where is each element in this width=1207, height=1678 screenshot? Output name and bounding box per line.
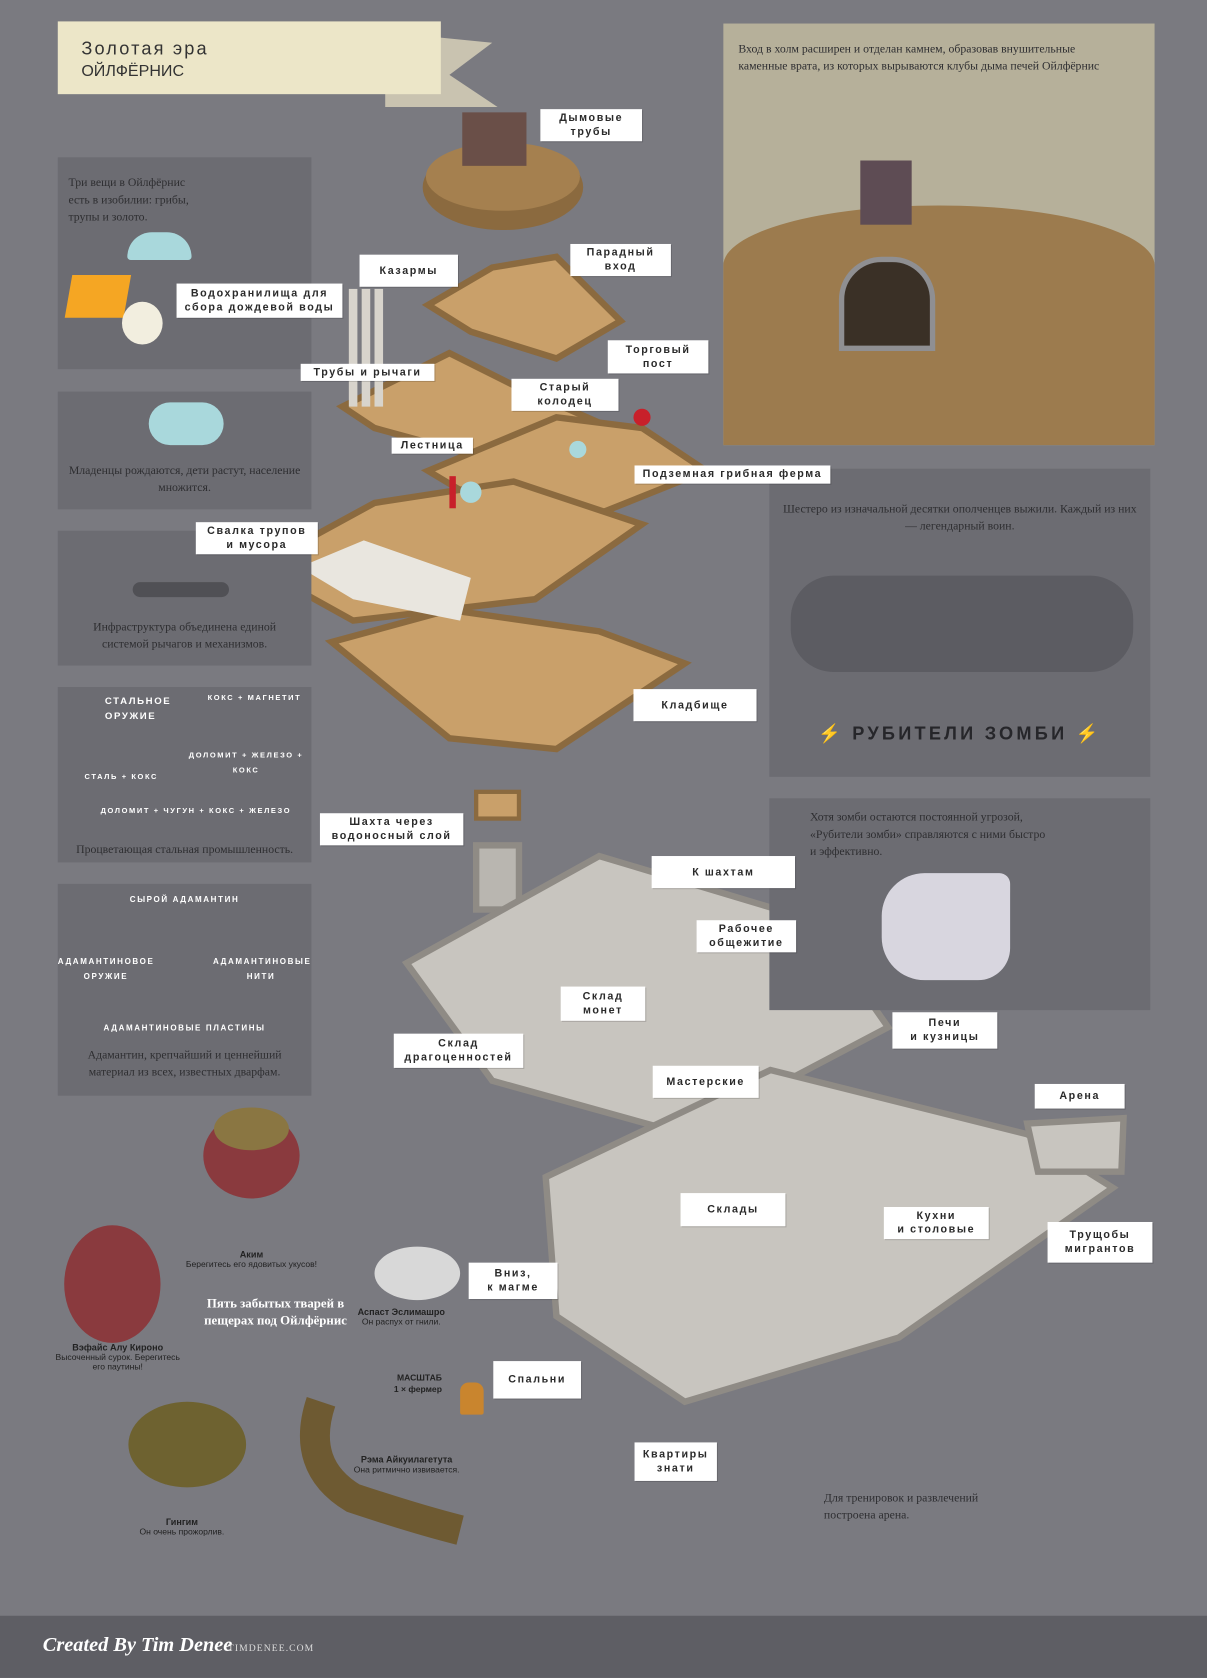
label-gem-storage: Склад драгоценностей xyxy=(393,1033,524,1068)
entrance-text: Вход в холм расширен и отделан камнем, о… xyxy=(738,42,1100,73)
label-to-mines: К шахтам xyxy=(651,856,796,889)
coke-magnetite-label: КОКС + МАГНЕТИТ xyxy=(207,694,302,702)
label-workshops: Мастерские xyxy=(652,1065,759,1098)
zombie-illustration xyxy=(881,873,1011,981)
farmer-icon xyxy=(460,1382,484,1415)
raw-adamantine-label: СЫРОЙ АДАМАНТИН xyxy=(129,894,240,905)
mushroom-icon xyxy=(127,232,192,261)
panel-steel: СТАЛЬНОЕ ОРУЖИЕ КОКС + МАГНЕТИТ ДОЛОМИТ … xyxy=(57,686,312,863)
dump-area xyxy=(299,540,471,621)
survivors-text: Шестеро из изначальной десятки ополченце… xyxy=(783,502,1137,533)
baby-icon xyxy=(148,402,224,446)
skull-icon xyxy=(121,301,163,345)
creature-name: Аким xyxy=(239,1248,264,1260)
scale-legend: МАСШТАБ 1 × фермер xyxy=(375,1372,442,1396)
creature-name: Гингим xyxy=(165,1516,198,1527)
dolomite-iron-coke-label: ДОЛОМИТ + ЖЕЛЕЗО + КОКС xyxy=(188,752,304,775)
creature-desc: Берегитесь его ядовитых укусов! xyxy=(185,1259,318,1270)
adamantine-weapon-label: АДАМАНТИНОВОЕ ОРУЖИЕ xyxy=(57,956,155,982)
label-furnaces: Печи и кузницы xyxy=(892,1012,998,1049)
label-mushroom-farm: Подземная грибная ферма xyxy=(634,465,831,484)
gold-icon xyxy=(64,275,132,318)
label-stairs: Лестница xyxy=(391,437,473,454)
title-era: Золотая эра xyxy=(81,38,209,59)
panel-zombie-choppers: Шестеро из изначальной десятки ополченце… xyxy=(769,468,1151,777)
label-slums: Трущобы мигрантов xyxy=(1047,1221,1153,1263)
title-box: Золотая эра ОЙЛФЁРНИС xyxy=(57,21,441,95)
label-dump: Свалка трупов и мусора xyxy=(195,522,318,555)
creature-name: Аспаст Эслимашро xyxy=(357,1306,445,1318)
label-bedrooms: Спальни xyxy=(493,1361,582,1399)
label-kitchens: Кухни и столовые xyxy=(883,1207,989,1240)
panel-infrastructure: Инфраструктура объединена единой системо… xyxy=(57,530,312,666)
creature-desc: Высоченный сурок. Берегитесь его паутины… xyxy=(55,1352,180,1372)
adamantine-plates-label: АДАМАНТИНОВЫЕ ПЛАСТИНЫ xyxy=(103,1022,266,1033)
panel-entrance: Вход в холм расширен и отделан камнем, о… xyxy=(723,23,1155,446)
creatures-art xyxy=(64,1107,464,1545)
zombie-choppers-title: ⚡ РУБИТЕЛИ ЗОМБИ ⚡ xyxy=(818,723,1102,744)
adamantine-caption: Адамантин, крепчайший и ценнейший матери… xyxy=(87,1048,282,1079)
title-name: ОЙЛФЁРНИС xyxy=(81,62,185,81)
label-main-entrance: Парадный вход xyxy=(570,243,671,277)
gears-icon xyxy=(132,582,229,598)
label-shaft: Шахта через водоносный слой xyxy=(319,813,464,846)
label-trading-post: Торговый пост xyxy=(607,340,709,374)
label-reservoirs: Водохранилища для сбора дождевой воды xyxy=(176,283,343,318)
footer-site[interactable]: TIMDENEE.COM xyxy=(227,1642,315,1654)
scale-title: МАСШТАБ xyxy=(397,1372,442,1383)
label-down-magma: Вниз, к магме xyxy=(468,1262,558,1300)
label-cemetery: Кладбище xyxy=(633,689,757,722)
steel-coke-label: СТАЛЬ + КОКС xyxy=(84,773,159,782)
creature-name: Рэма Айкуилагетута xyxy=(360,1454,453,1465)
label-warehouses: Склады xyxy=(680,1193,786,1227)
label-dormitory: Рабочее общежитие xyxy=(696,920,797,953)
creatures-heading: Пять забытых тварей в пещерах под Ойлфёр… xyxy=(204,1295,347,1328)
mushrooms xyxy=(449,408,651,509)
footer: Created By Tim Denee TIMDENEE.COM xyxy=(0,1615,1207,1678)
upper-earth-levels xyxy=(250,253,714,753)
panel-babies: Младенцы рождаются, дети растут, населен… xyxy=(57,391,312,510)
zombie-text: Хотя зомби остаются постоянной угрозой, … xyxy=(810,811,1046,859)
abundance-text: Три вещи в Ойлфёрнис есть в изобилии: гр… xyxy=(68,176,189,224)
label-barracks: Казармы xyxy=(359,254,458,287)
adamantine-threads-label: АДАМАНТИНОВЫЕ НИТИ xyxy=(212,956,312,982)
label-arena: Арена xyxy=(1034,1083,1125,1109)
footer-credit: Created By Tim Denee xyxy=(42,1633,233,1657)
panel-abundance: Три вещи в Ойлфёрнис есть в изобилии: гр… xyxy=(57,157,312,370)
dolomite-pig-iron-label: ДОЛОМИТ + ЧУГУН + КОКС + ЖЕЛЕЗО xyxy=(100,807,292,816)
shaft-column xyxy=(474,789,522,821)
chimney-island xyxy=(422,112,584,231)
label-chimneys: Дымовые трубы xyxy=(540,109,643,142)
babies-text: Младенцы рождаются, дети растут, населен… xyxy=(68,464,301,495)
steel-weapon-label: СТАЛЬНОЕ ОРУЖИЕ xyxy=(104,695,172,722)
panel-zombie: Хотя зомби остаются постоянной угрозой, … xyxy=(769,798,1151,1011)
stone-gate xyxy=(838,256,936,351)
pipes xyxy=(348,288,384,407)
label-noble-quarters: Квартиры знати xyxy=(634,1442,717,1481)
creature-desc: Он очень прожорлив. xyxy=(139,1526,225,1537)
scale-value: 1 × фермер xyxy=(393,1384,442,1395)
warriors-illustration xyxy=(790,575,1134,672)
zombie-choppers-label: РУБИТЕЛИ ЗОМБИ xyxy=(852,723,1068,744)
hill xyxy=(723,205,1155,446)
creature-desc: Он распух от гнили. xyxy=(361,1317,441,1327)
creature-desc: Она ритмично извивается. xyxy=(353,1464,460,1475)
chimneys-icon xyxy=(860,160,912,225)
label-old-well: Старый колодец xyxy=(511,378,619,411)
panel-adamantine: СЫРОЙ АДАМАНТИН АДАМАНТИНОВОЕ ОРУЖИЕ АДА… xyxy=(57,883,312,1096)
creature-name: Вэфайс Алу Кироно xyxy=(72,1341,164,1353)
arena-text: Для тренировок и развлечений построена а… xyxy=(823,1491,979,1522)
infrastructure-text: Инфраструктура объединена единой системо… xyxy=(93,620,277,651)
label-pipes-levers: Трубы и рычаги xyxy=(300,363,435,381)
steel-caption: Процветающая стальная промышленность. xyxy=(76,843,294,857)
label-coin-storage: Склад монет xyxy=(560,986,646,1021)
